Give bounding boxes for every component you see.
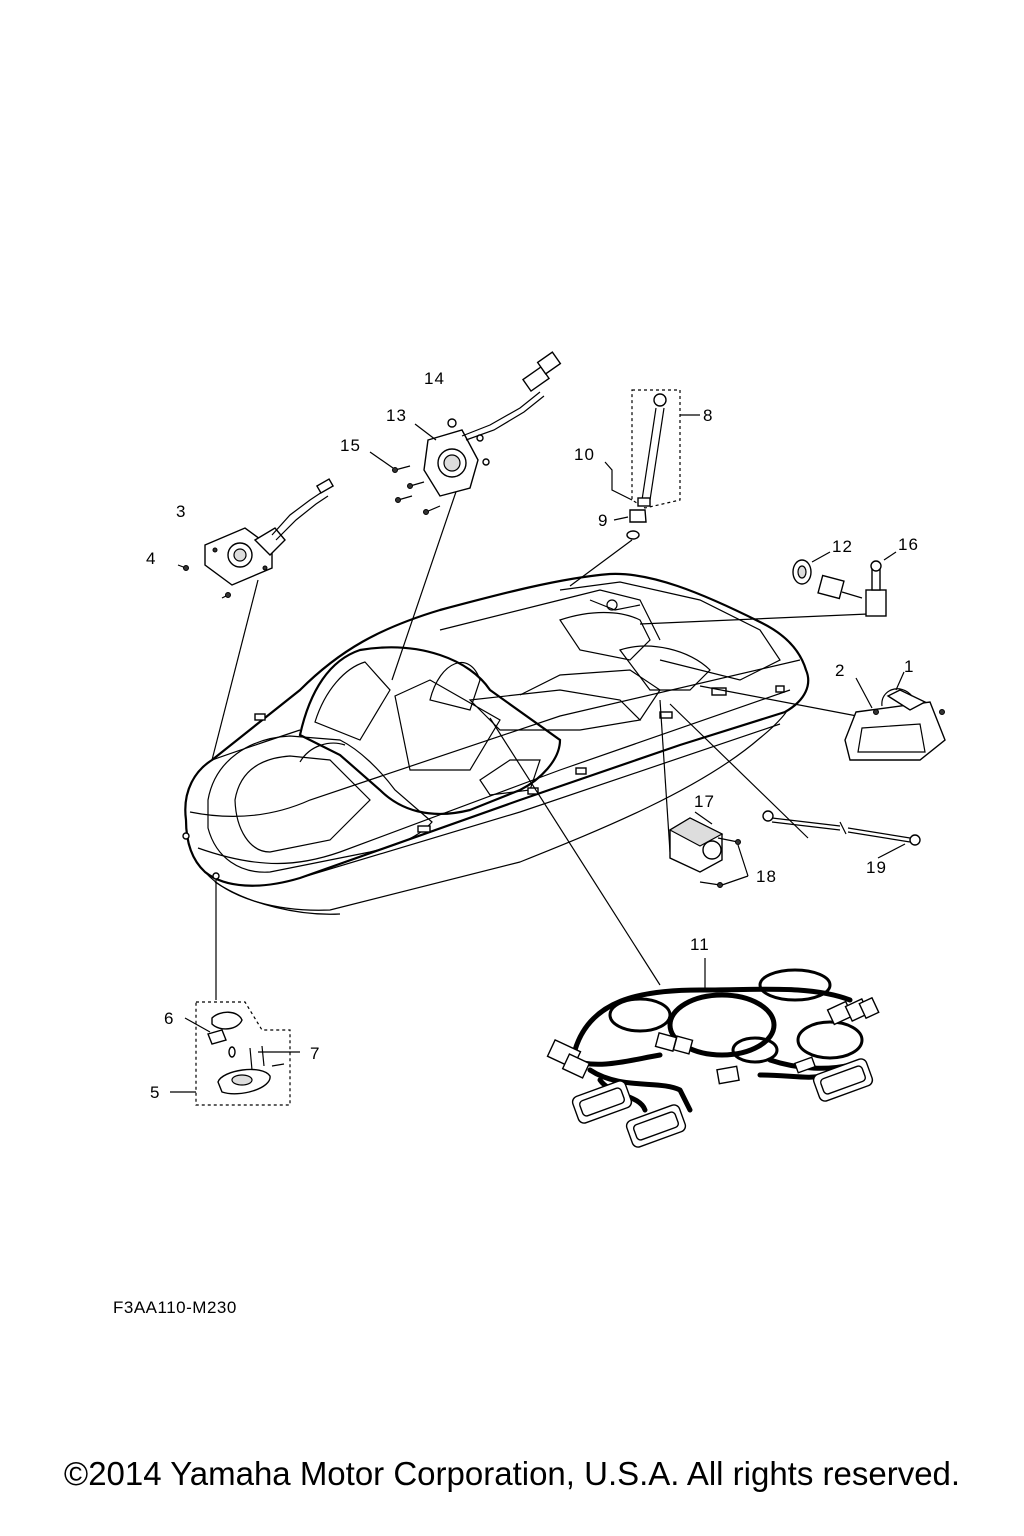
callout-18: 18 <box>756 867 777 886</box>
callout-13: 13 <box>386 406 407 425</box>
callout-4: 4 <box>146 549 156 568</box>
callout-3: 3 <box>176 502 186 521</box>
callout-17: 17 <box>694 792 715 811</box>
part-8-vent-hose <box>604 389 700 540</box>
part-13-plate-assembly <box>369 351 562 515</box>
callout-labels: 1 2 3 4 5 6 7 8 9 10 11 12 13 14 15 16 1… <box>146 369 919 1102</box>
callout-8: 8 <box>703 406 713 425</box>
callout-16: 16 <box>898 535 919 554</box>
boat-hull <box>182 572 810 915</box>
part-3-connector-plate <box>177 478 335 599</box>
part-19-cable <box>762 810 921 859</box>
part-16-sensor <box>792 551 897 617</box>
callout-10: 10 <box>574 445 595 464</box>
part-1-bracket <box>844 671 946 761</box>
callout-7: 7 <box>310 1044 320 1063</box>
part-5-drain-plug-assembly <box>170 1001 300 1106</box>
callout-14: 14 <box>424 369 445 388</box>
part-11-wire-harness <box>546 958 880 1148</box>
part-17-module <box>668 811 749 888</box>
callout-9: 9 <box>598 511 608 530</box>
callout-11: 11 <box>690 935 710 954</box>
callout-5: 5 <box>150 1083 160 1102</box>
callout-1: 1 <box>904 657 914 676</box>
callout-6: 6 <box>164 1009 174 1028</box>
callout-19: 19 <box>866 858 887 877</box>
copyright-notice: ©2014 Yamaha Motor Corporation, U.S.A. A… <box>63 1455 961 1492</box>
callout-2: 2 <box>835 661 845 680</box>
callout-15: 15 <box>340 436 361 455</box>
callout-12: 12 <box>832 537 853 556</box>
diagram-reference-code: F3AA110-M230 <box>113 1298 237 1317</box>
leader-lines <box>211 479 879 1000</box>
